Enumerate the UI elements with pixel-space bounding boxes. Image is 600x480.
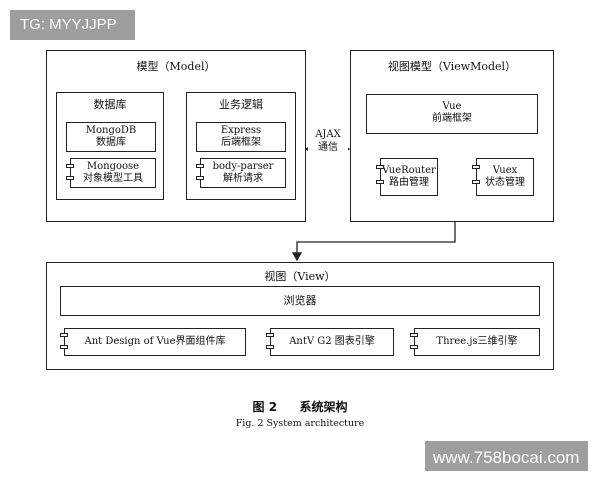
mongodb-label: MongoDB [85, 125, 137, 136]
vuerouter-label: VueRouter [382, 165, 436, 176]
component-tab-icon [196, 176, 204, 180]
vue-box: Vue 前端框架 [366, 94, 538, 134]
browser-box: 浏览器 [60, 286, 540, 316]
component-tab-icon [376, 165, 384, 169]
component-tab-icon [266, 345, 274, 349]
express-label: Express [220, 125, 262, 136]
figure-caption-en: Fig. 2 System architecture [235, 418, 365, 429]
ajax-label: AJAX 通信 [308, 128, 348, 154]
three-component: Three.js三维引擎 [414, 328, 540, 356]
antv-component: AntV G2 图表引擎 [270, 328, 394, 356]
express-desc: 后端框架 [221, 137, 261, 148]
watermark-bottom: www.758bocai.com [425, 441, 588, 471]
component-tab-icon [410, 345, 418, 349]
component-tab-icon [266, 333, 274, 337]
database-title: 数据库 [93, 98, 127, 111]
ajax-text: AJAX [315, 129, 341, 140]
mongodb-desc: 数据库 [96, 137, 126, 148]
model-title: 模型（Model） [136, 60, 216, 73]
figure-number: 图 2 [252, 400, 278, 414]
viewmodel-to-view-arrow [291, 222, 456, 262]
figure-caption-cn: 图 2 系统架构 [0, 398, 600, 415]
watermark-top: TG: MYYJJPP [10, 10, 135, 40]
component-tab-icon [472, 180, 480, 184]
vue-label: Vue [442, 101, 462, 112]
vuex-desc: 状态管理 [485, 177, 525, 188]
figure-title-cn: 系统架构 [299, 400, 348, 414]
component-tab-icon [60, 333, 68, 337]
bodyparser-label: body-parser [212, 161, 274, 172]
component-tab-icon [60, 345, 68, 349]
bodyparser-desc: 解析请求 [223, 173, 263, 184]
viewmodel-title: 视图模型（ViewModel） [387, 60, 517, 73]
viewmodel-frame [350, 50, 554, 222]
component-tab-icon [472, 165, 480, 169]
mongoose-component: Mongoose 对象模型工具 [70, 158, 156, 188]
ajax-desc: 通信 [318, 142, 338, 153]
mongoose-label: Mongoose [86, 161, 140, 172]
vuex-label: Vuex [492, 165, 518, 176]
mongodb-box: MongoDB 数据库 [66, 122, 156, 152]
component-tab-icon [410, 333, 418, 337]
view-title: 视图（View） [264, 270, 336, 283]
component-tab-icon [66, 164, 74, 168]
browser-label: 浏览器 [283, 294, 317, 307]
bodyparser-component: body-parser 解析请求 [200, 158, 286, 188]
vuerouter-desc: 路由管理 [389, 177, 429, 188]
component-tab-icon [196, 164, 204, 168]
mongoose-desc: 对象模型工具 [83, 173, 143, 184]
antd-label: Ant Design of Vue界面组件库 [84, 336, 226, 347]
antv-label: AntV G2 图表引擎 [289, 336, 375, 347]
vuerouter-component: VueRouter 路由管理 [380, 158, 438, 196]
vue-desc: 前端框架 [432, 113, 472, 124]
vuex-component: Vuex 状态管理 [476, 158, 534, 196]
three-label: Three.js三维引擎 [436, 336, 518, 347]
business-title: 业务逻辑 [219, 98, 263, 111]
component-tab-icon [376, 180, 384, 184]
component-tab-icon [66, 176, 74, 180]
express-box: Express 后端框架 [196, 122, 286, 152]
antd-component: Ant Design of Vue界面组件库 [64, 328, 246, 356]
